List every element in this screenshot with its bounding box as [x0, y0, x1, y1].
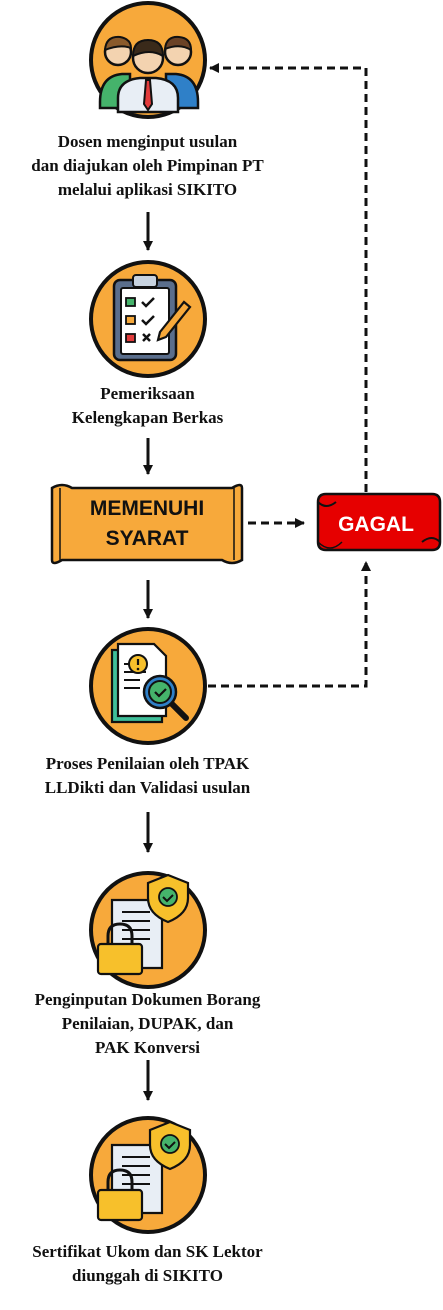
- step3-label: Proses Penilaian oleh TPAK LLDikti dan V…: [0, 752, 295, 800]
- step2-label: Pemeriksaan Kelengkapan Berkas: [0, 382, 295, 430]
- document-search-icon: [89, 627, 207, 745]
- decision-banner-text: MEMENUHI SYARAT: [52, 494, 242, 554]
- decision-line1: MEMENUHI: [89, 497, 205, 520]
- step4-label-line3: PAK Konversi: [95, 1038, 200, 1057]
- step5-label-line2: diunggah di SIKITO: [72, 1266, 223, 1285]
- certificate-document-icon: [89, 1116, 207, 1234]
- dashed-line-fail-to-step1: [209, 63, 368, 492]
- step2-label-line1: Pemeriksaan: [100, 384, 195, 403]
- fail-banner: [316, 492, 442, 552]
- step5-label: Sertifikat Ukom dan SK Lektor diunggah d…: [0, 1240, 295, 1288]
- fail-label: GAGAL: [338, 513, 414, 536]
- checklist-clipboard-icon: [89, 260, 207, 378]
- dashed-line-step3-to-fail: [208, 561, 371, 688]
- step2-label-line2: Kelengkapan Berkas: [71, 408, 224, 427]
- secure-document-icon: [89, 871, 207, 989]
- decision-banner: [50, 483, 244, 565]
- step1-label: Dosen menginput usulan dan diajukan oleh…: [0, 130, 295, 202]
- step4-label-line2: Penilaian, DUPAK, dan: [61, 1014, 234, 1033]
- step1-label-line2: dan diajukan oleh Pimpinan PT: [31, 156, 264, 175]
- step1-label-line3: melalui aplikasi SIKITO: [57, 180, 238, 199]
- step3-label-line2: LLDikti dan Validasi usulan: [44, 778, 251, 797]
- step4-label: Penginputan Dokumen Borang Penilaian, DU…: [0, 988, 295, 1060]
- step1-label-line1: Dosen menginput usulan: [57, 132, 238, 151]
- step4-label-line1: Penginputan Dokumen Borang: [34, 990, 261, 1009]
- team-icon: [89, 1, 207, 119]
- step5-label-line1: Sertifikat Ukom dan SK Lektor: [32, 1242, 263, 1261]
- step3-label-line1: Proses Penilaian oleh TPAK: [45, 754, 250, 773]
- decision-line2: SYARAT: [105, 527, 189, 550]
